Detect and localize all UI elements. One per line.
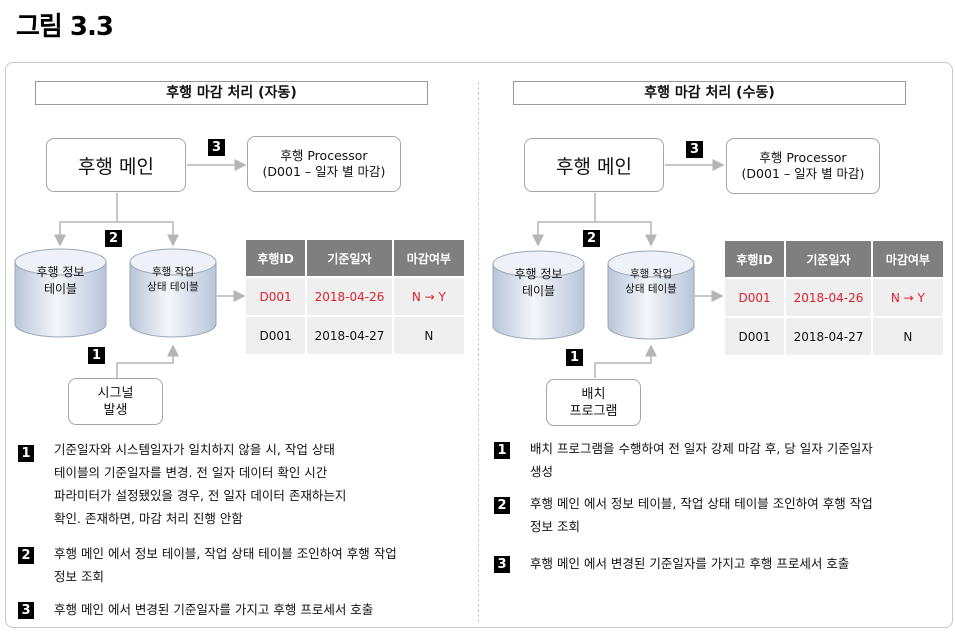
panel-title: 후행 마감 처리 (자동) <box>35 81 428 105</box>
cell: 2018-04-27 <box>785 316 873 355</box>
col-header: 후행ID <box>725 241 787 278</box>
info-table-label: 후행 정보 테이블 <box>514 267 563 298</box>
step-badge-2: 2 <box>583 230 600 247</box>
info-table-cylinder: 후행 정보 테이블 <box>491 250 586 342</box>
note-item: 3 후행 메인 에서 변경된 기준일자를 가지고 후행 프로세서 호출 <box>494 552 946 576</box>
col-header: 마감여부 <box>871 241 943 278</box>
database-icon <box>492 250 585 340</box>
note-badge: 2 <box>18 547 34 564</box>
processor-box: 후행 Processor (D001 – 일자 별 마감) <box>726 138 880 194</box>
trigger-box: 시그널 발생 <box>68 378 163 425</box>
panel-auto: 후행 마감 처리 (자동) 후행 메인 3 후행 Processor (D001… <box>13 81 468 622</box>
note-item: 1 배치 프로그램을 수행하여 전 일자 강제 마감 후, 당 일자 기준일자 … <box>494 437 946 483</box>
info-table-label: 후행 정보 테이블 <box>36 265 85 296</box>
table-row: D001 2018-04-27 N <box>725 316 943 355</box>
trigger-label: 시그널 발생 <box>97 385 134 418</box>
note-text: 후행 메인 에서 정보 테이블, 작업 상태 테이블 조인하여 후행 작업 정보… <box>54 546 397 584</box>
main-box: 후행 메인 <box>524 138 664 192</box>
connector-lines <box>54 159 247 378</box>
note-badge: 2 <box>494 497 510 514</box>
note-item: 1 기준일자와 시스템일자가 일치하지 않을 시, 작업 상태 테이블의 기준일… <box>18 438 468 526</box>
arrow-main-to-info-table <box>532 193 596 247</box>
panel-title: 후행 마감 처리 (수동) <box>513 81 906 105</box>
cell: D001 <box>246 315 308 354</box>
figure-title: 그림 3.3 <box>16 12 114 42</box>
processor-label: 후행 Processor (D001 – 일자 별 마감) <box>741 150 865 181</box>
table-row: D001 2018-04-27 N <box>246 315 464 354</box>
cell: N <box>392 315 464 354</box>
note-badge: 3 <box>18 602 34 619</box>
status-table-label: 후행 작업 상태 테이블 <box>625 268 677 295</box>
note-text: 배치 프로그램을 수행하여 전 일자 강제 마감 후, 당 일자 기준일자 생성 <box>530 441 873 479</box>
step-badge-3: 3 <box>208 139 225 156</box>
note-text: 기준일자와 시스템일자가 일치하지 않을 시, 작업 상태 테이블의 기준일자를… <box>54 442 347 526</box>
database-icon <box>14 248 107 338</box>
cell: 2018-04-27 <box>306 315 394 354</box>
cell: 2018-04-26 <box>306 276 394 316</box>
note-text: 후행 메인 에서 정보 테이블, 작업 상태 테이블 조인하여 후행 작업 정보… <box>530 496 873 534</box>
note-badge: 1 <box>18 445 34 462</box>
processor-box: 후행 Processor (D001 – 일자 별 마감) <box>247 136 401 192</box>
status-table-cylinder: 후행 작업 상태 테이블 <box>128 248 218 340</box>
arrow-main-to-info-table <box>54 193 118 247</box>
main-box: 후행 메인 <box>46 138 186 192</box>
cell: D001 <box>725 316 787 355</box>
arrow-main-to-status-table <box>595 221 657 247</box>
step-badge-1: 1 <box>88 347 105 364</box>
col-header: 기준일자 <box>306 240 394 277</box>
status-table-label: 후행 작업 상태 테이블 <box>147 266 199 293</box>
info-table-cylinder: 후행 정보 테이블 <box>13 248 108 340</box>
note-badge: 1 <box>494 442 510 459</box>
panel-manual: 후행 마감 처리 (수동) 후행 메인 3 후행 Processor (D001… <box>478 0 955 632</box>
main-label: 후행 메인 <box>78 155 154 178</box>
status-table-cylinder: 후행 작업 상태 테이블 <box>606 250 696 342</box>
cell: D001 <box>246 276 308 316</box>
cell: N → Y <box>871 277 943 317</box>
main-label: 후행 메인 <box>556 155 632 178</box>
step-badge-1: 1 <box>566 349 583 366</box>
note-item: 2 후행 메인 에서 정보 테이블, 작업 상태 테이블 조인하여 후행 작업 … <box>494 492 946 538</box>
trigger-label: 배치 프로그램 <box>569 386 618 419</box>
cell: 2018-04-26 <box>785 277 873 317</box>
note-badge: 3 <box>494 556 510 573</box>
col-header: 기준일자 <box>785 241 873 278</box>
connector-lines <box>532 159 725 378</box>
cell: D001 <box>725 277 787 317</box>
note-text: 후행 메인 에서 변경된 기준일자를 가지고 후행 프로세서 호출 <box>54 602 374 617</box>
arrow-trigger-to-status-table <box>116 344 179 378</box>
trigger-box: 배치 프로그램 <box>546 379 641 426</box>
cell: N <box>871 316 943 355</box>
database-icon <box>129 248 217 338</box>
table-row: D001 2018-04-26 N → Y <box>246 276 464 316</box>
database-icon <box>607 250 695 340</box>
arrow-trigger-to-status-table <box>594 344 657 378</box>
status-grid: 후행ID 기준일자 마감여부 D001 2018-04-26 N → Y D00… <box>725 241 943 355</box>
status-grid: 후행ID 기준일자 마감여부 D001 2018-04-26 N → Y D00… <box>246 240 464 354</box>
cell: N → Y <box>392 276 464 316</box>
step-badge-3: 3 <box>686 141 703 158</box>
col-header: 마감여부 <box>392 240 464 277</box>
arrow-main-to-status-table <box>117 221 179 247</box>
note-item: 3 후행 메인 에서 변경된 기준일자를 가지고 후행 프로세서 호출 <box>18 598 468 622</box>
step-badge-2: 2 <box>105 230 122 247</box>
panel-divider <box>478 82 479 622</box>
note-text: 후행 메인 에서 변경된 기준일자를 가지고 후행 프로세서 호출 <box>530 556 850 571</box>
table-row: D001 2018-04-26 N → Y <box>725 277 943 317</box>
col-header: 후행ID <box>246 240 308 277</box>
note-item: 2 후행 메인 에서 정보 테이블, 작업 상태 테이블 조인하여 후행 작업 … <box>18 542 468 588</box>
processor-label: 후행 Processor (D001 – 일자 별 마감) <box>262 148 386 179</box>
